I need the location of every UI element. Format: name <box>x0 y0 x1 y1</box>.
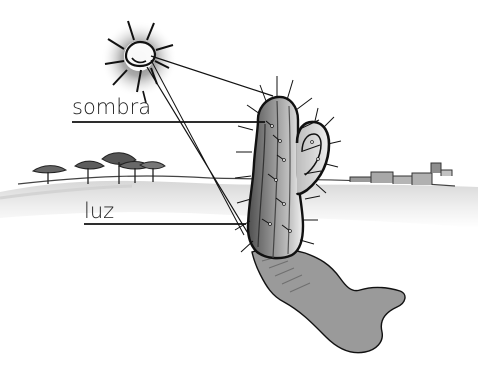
horizon-buildings <box>350 163 452 185</box>
sun-icon <box>101 21 177 103</box>
shadow-shape <box>252 249 405 353</box>
tree-icon <box>140 162 165 182</box>
cactus-icon <box>235 76 341 258</box>
horizon-trees <box>33 153 165 184</box>
light-label: luz <box>84 201 114 222</box>
shadow-label: sombra <box>72 97 151 118</box>
building-icon <box>350 163 452 185</box>
tree-icon <box>75 161 104 184</box>
